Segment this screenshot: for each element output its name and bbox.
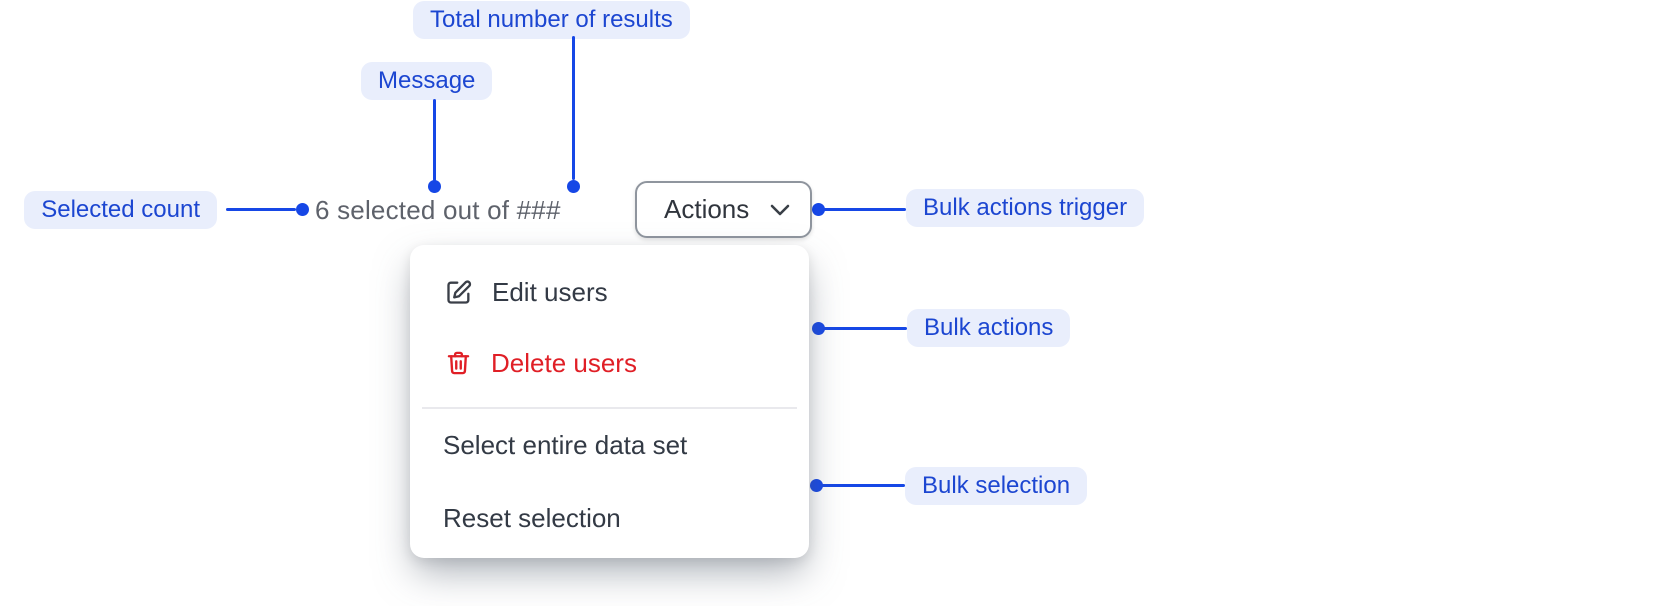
menu-divider	[422, 407, 797, 409]
bulk-actions-trigger-button[interactable]: Actions	[635, 181, 812, 238]
connector-dot-message	[428, 180, 441, 193]
annotation-bulk-actions: Bulk actions	[907, 309, 1071, 347]
connector-dot-selected-count	[296, 203, 309, 216]
connector-dot-bulk-actions	[812, 322, 825, 335]
pencil-square-icon	[445, 277, 473, 307]
connector-line-selected-count	[226, 208, 296, 211]
connector-line-bulk-selection	[821, 484, 905, 487]
chevron-down-icon	[770, 204, 790, 216]
connector-line-bulk-actions-trigger	[822, 208, 906, 211]
selection-count-message: 6 selected out of ###	[315, 195, 561, 225]
menu-item-label: Select entire data set	[443, 429, 688, 460]
bulk-actions-menu: Edit users Delete users Select entire da…	[410, 245, 809, 558]
menu-item-edit-users[interactable]: Edit users	[410, 265, 809, 319]
connector-dot-bulk-actions-trigger	[812, 203, 825, 216]
connector-line-message	[433, 99, 436, 181]
trash-icon	[445, 348, 472, 378]
annotation-total-results: Total number of results	[413, 1, 690, 39]
menu-item-label: Edit users	[492, 276, 608, 307]
connector-line-total-results	[572, 36, 575, 180]
menu-item-select-entire-data-set[interactable]: Select entire data set	[410, 418, 809, 472]
annotation-message: Message	[361, 62, 493, 100]
annotation-bulk-actions-trigger: Bulk actions trigger	[906, 189, 1145, 227]
actions-button-label: Actions	[664, 194, 750, 224]
menu-item-delete-users[interactable]: Delete users	[410, 336, 809, 390]
connector-dot-total-results	[567, 180, 580, 193]
menu-item-label: Reset selection	[443, 502, 621, 533]
annotation-bulk-selection: Bulk selection	[905, 467, 1088, 505]
annotation-selected-count: Selected count	[24, 191, 217, 229]
menu-item-label: Delete users	[491, 347, 637, 378]
connector-dot-bulk-selection	[810, 479, 823, 492]
connector-line-bulk-actions	[822, 327, 907, 330]
menu-item-reset-selection[interactable]: Reset selection	[410, 491, 809, 545]
